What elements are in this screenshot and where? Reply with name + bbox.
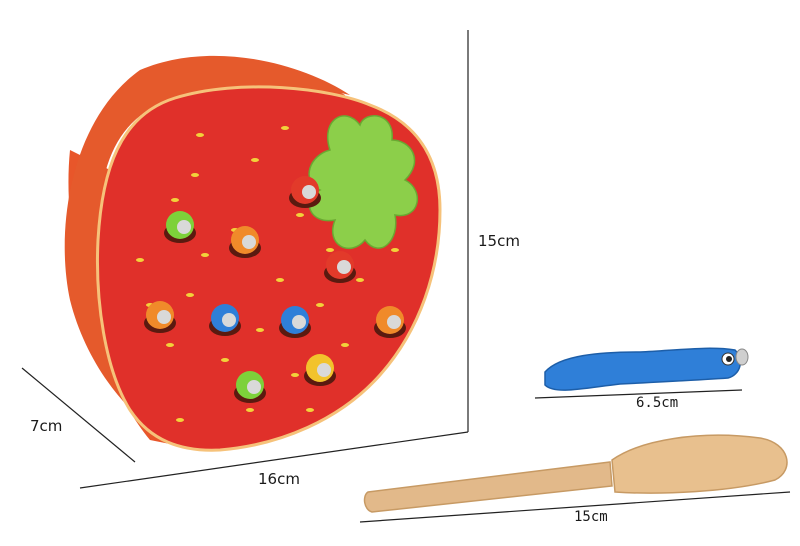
seed — [171, 198, 179, 202]
stick-length-label: 15cm — [574, 509, 608, 525]
worm-peg — [374, 306, 406, 338]
seed — [186, 293, 194, 297]
seed — [341, 343, 349, 347]
worm-line — [534, 389, 743, 399]
seed — [246, 408, 254, 412]
seed — [251, 158, 259, 162]
worm-pegs — [144, 176, 406, 403]
worm-peg — [324, 251, 356, 283]
seed — [296, 213, 304, 217]
width-label: 16cm — [258, 470, 300, 488]
seed — [281, 126, 289, 130]
seed — [391, 248, 399, 252]
seed — [166, 343, 174, 347]
worm-peg — [164, 211, 196, 243]
worm-peg — [229, 226, 261, 258]
strawberry-seeds — [136, 126, 399, 422]
worm-length-label: 6.5cm — [636, 395, 679, 411]
worm-peg — [289, 176, 321, 208]
seed — [306, 408, 314, 412]
stick-line — [359, 491, 791, 523]
seed — [276, 278, 284, 282]
magnetic-stick — [363, 434, 788, 513]
depth-label: 7cm — [30, 417, 63, 435]
seed — [196, 133, 204, 137]
seed — [291, 373, 299, 377]
seed — [326, 248, 334, 252]
seed — [256, 328, 264, 332]
seed — [316, 303, 324, 307]
height-label: 15cm — [478, 232, 520, 250]
seed — [356, 278, 364, 282]
worm-toy — [544, 347, 749, 391]
width-line — [79, 431, 469, 489]
seed — [176, 418, 184, 422]
worm-peg — [209, 304, 241, 336]
depth-line — [21, 367, 136, 463]
seed — [201, 253, 209, 257]
seed — [191, 173, 199, 177]
seed — [136, 258, 144, 262]
worm-peg — [234, 371, 266, 403]
worm-peg — [279, 306, 311, 338]
worm-peg — [144, 301, 176, 333]
worm-peg — [304, 354, 336, 386]
seed — [221, 358, 229, 362]
